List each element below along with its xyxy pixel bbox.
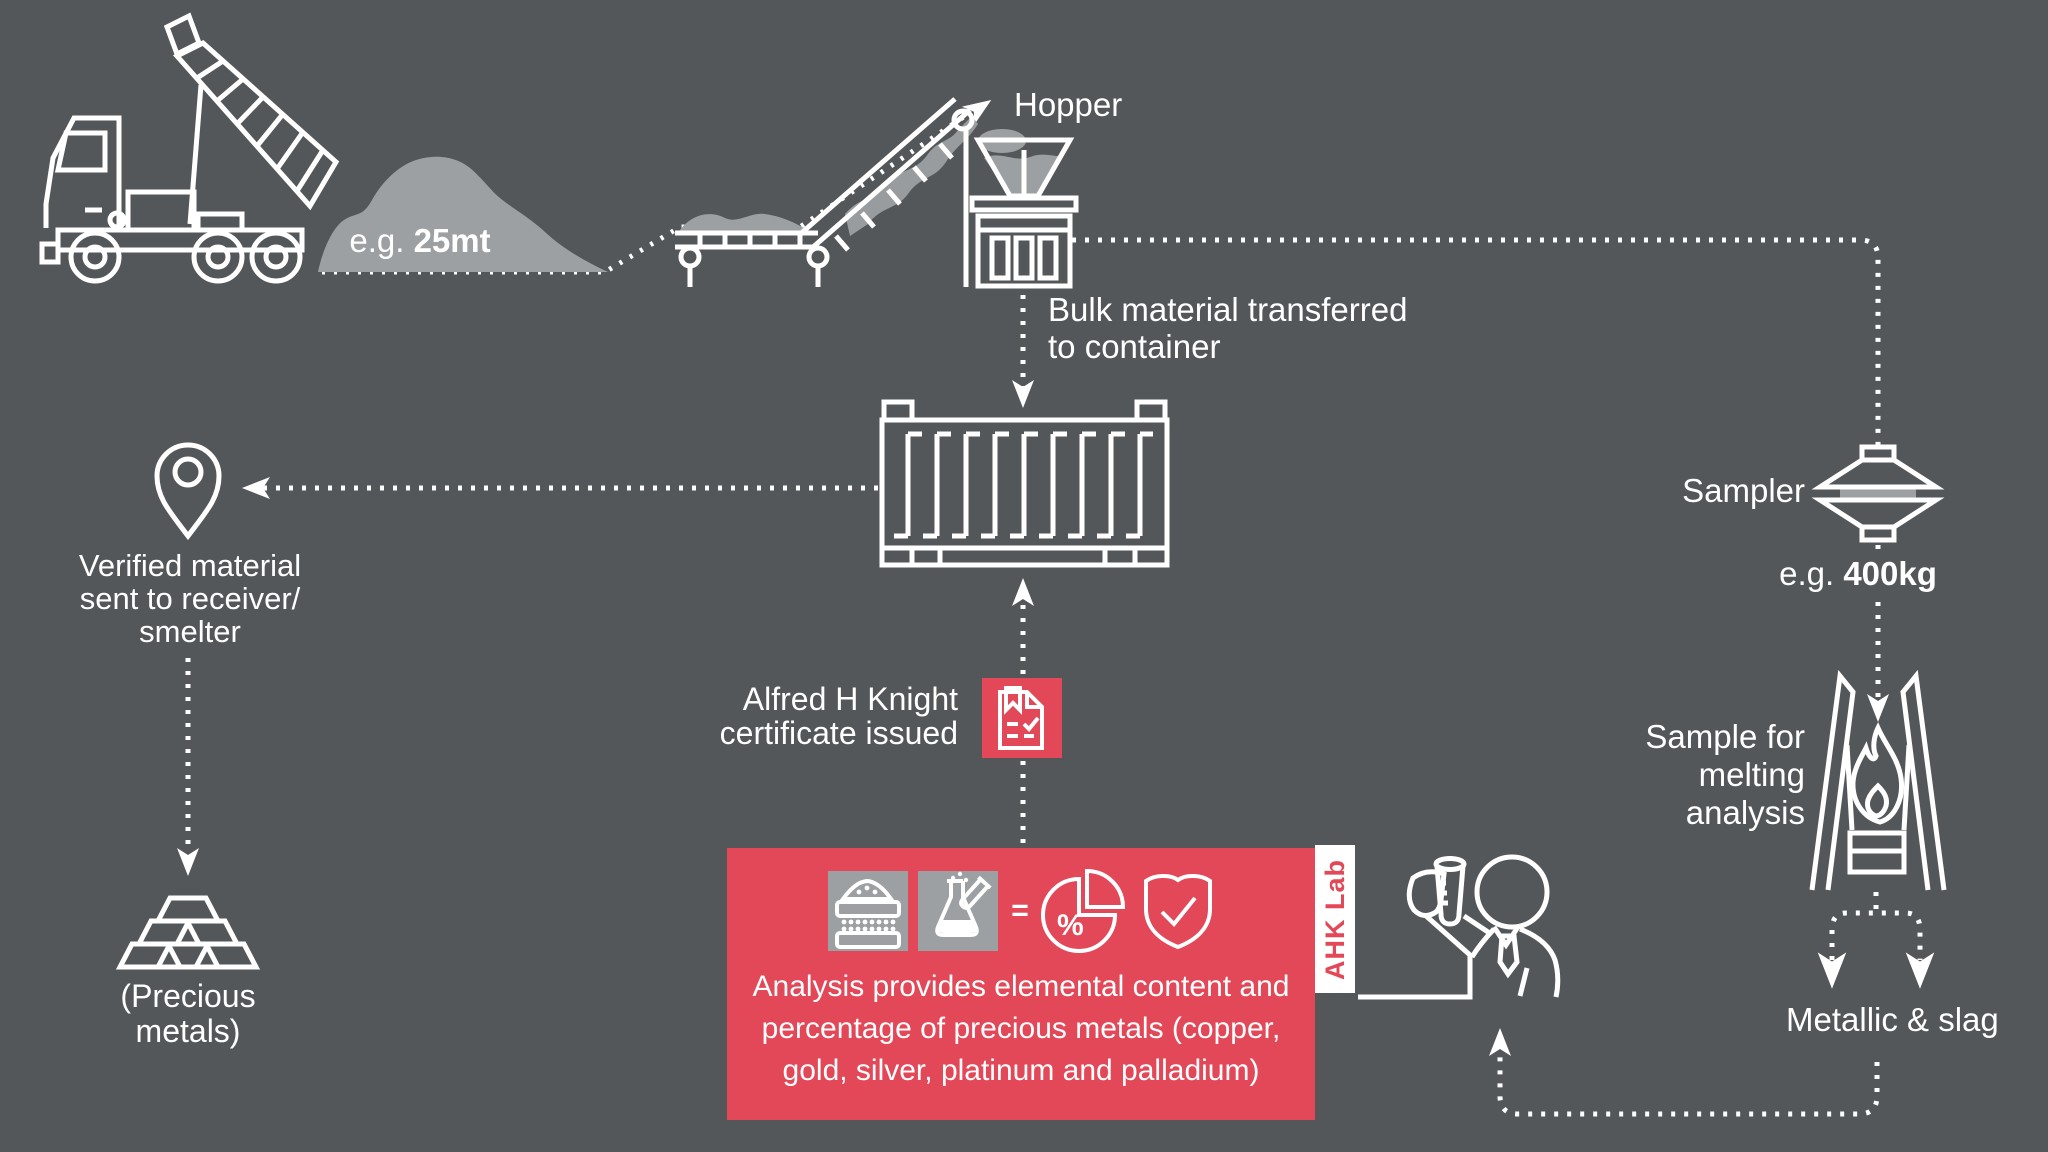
certificate-label: Alfred H Knight certificate issued [700,682,958,750]
precious-line1: (Precious [120,978,256,1014]
flow-arrows [177,100,1935,1117]
sample-weight-prefix: e.g. [1779,555,1844,592]
sample-weight-label: e.g. 400kg [1758,555,1958,593]
certificate-line1: Alfred H Knight [742,681,958,717]
flame-icon [1850,722,1905,825]
certificate-line2: certificate issued [719,715,958,751]
truck-load-value: 25mt [413,222,491,259]
furnace-icon [1809,669,1947,891]
arrow-to-gold [177,848,199,876]
container-icon [879,399,1170,568]
arrow-metallic [1817,952,1847,989]
analysis-line1: Analysis provides elemental content and [752,970,1290,1003]
location-pin-icon [154,442,222,541]
hopper-icon [969,137,1079,289]
analysis-box: = % Analysis provides elemental content … [727,848,1315,1120]
truck-load-prefix: e.g. [349,222,414,259]
conveyor-icon [675,97,1026,287]
melting-line3: analysis [1685,794,1805,831]
precious-line2: metals) [135,1013,241,1049]
sampler-icon [1811,444,1945,543]
percent-symbol: % [1057,909,1084,942]
verified-line3: smelter [139,614,241,649]
lab-person-icon [1358,854,1561,1000]
metallic-slag-label: Metallic & slag [1786,1001,1999,1038]
sample-weight-value: 400kg [1843,555,1937,592]
verified-line1: Verified material [78,548,302,583]
verified-line2: sent to receiver/ [79,581,301,616]
arrow-to-lab [1489,1028,1511,1056]
equals-sign: = [1011,894,1029,927]
arrow-to-container [1012,380,1034,408]
verified-material-label: Verified material sent to receiver/ smel… [70,549,310,648]
arrow-slag [1905,952,1935,989]
ahk-lab-label: AHK Lab [1319,858,1350,980]
sampler-label: Sampler [1682,472,1805,509]
melting-analysis-label: Sample for melting analysis [1628,718,1805,832]
precious-metals-label: (Precious metals) [88,979,288,1049]
bulk-transfer-line1: Bulk material transferred [1048,291,1408,328]
flask-test-tube-icon [918,871,999,951]
gold-bars-icon [115,895,261,970]
arrow-to-pin [242,477,270,499]
certificate-icon [982,678,1062,758]
arrow-to-hopper [961,100,992,125]
hopper-label: Hopper [1014,86,1123,123]
bulk-transfer-label: Bulk material transferred to container [1048,291,1407,365]
sieve-sample-icon [828,871,909,951]
analysis-line3: gold, silver, platinum and palladium) [782,1054,1260,1087]
arrow-cert-to-container [1012,578,1034,606]
analysis-line2: percentage of precious metals (copper, [761,1012,1281,1045]
dump-truck-icon [39,12,340,284]
bulk-transfer-line2: to container [1048,328,1221,365]
pie-percent-icon: % [1040,869,1125,953]
analysis-icon-row: = % [727,869,1315,953]
shield-check-icon [1143,874,1212,950]
melting-line2: melting [1698,756,1805,793]
arrow-to-furnace [1867,694,1889,722]
certificate-document-icon [998,686,1044,750]
analysis-text: Analysis provides elemental content and … [727,966,1315,1092]
ahk-lab-badge: AHK Lab [1315,845,1355,993]
truck-load-label: e.g. 25mt [322,222,518,260]
material-pile [318,156,608,272]
melting-line1: Sample for [1645,718,1805,755]
